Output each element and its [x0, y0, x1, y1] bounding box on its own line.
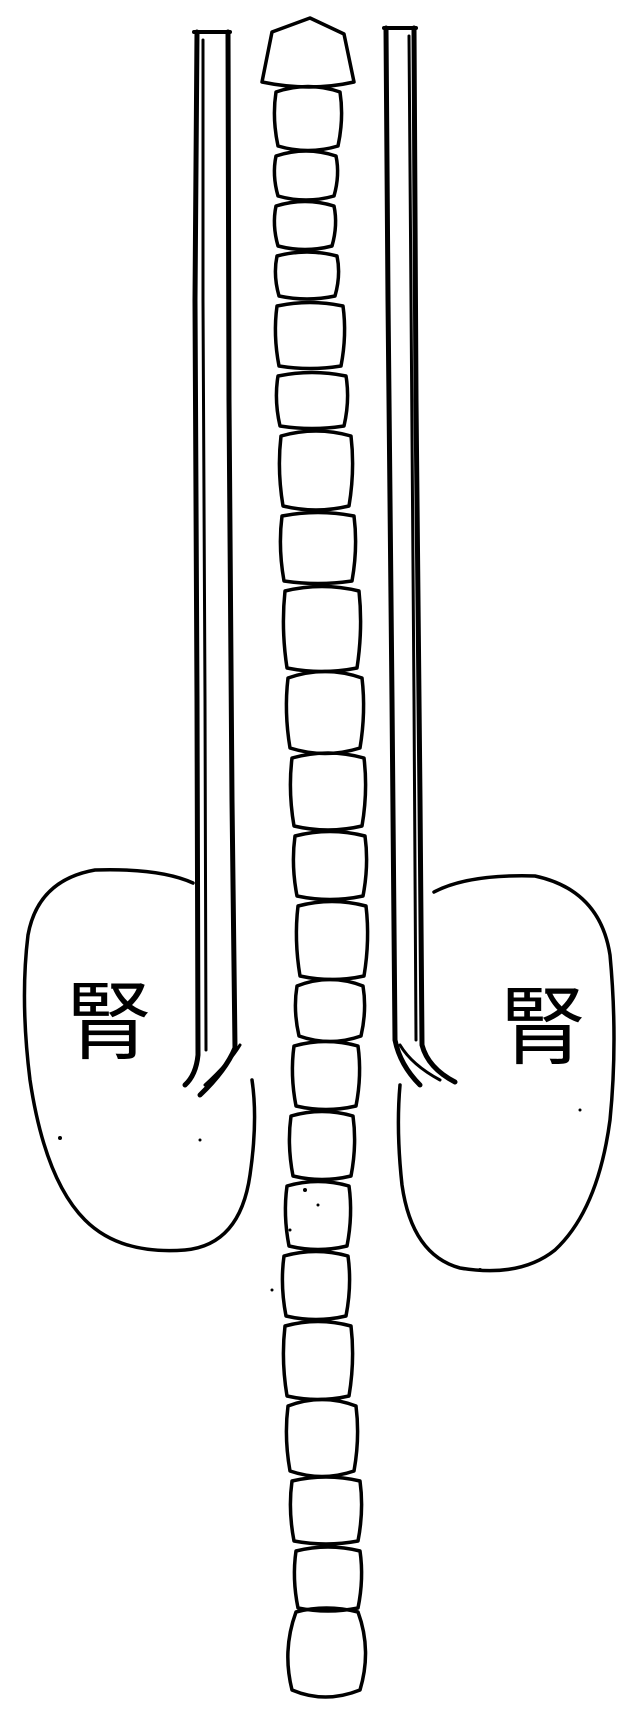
vertebra [285, 1182, 350, 1250]
spine-top-cap [262, 18, 354, 87]
vertebra [280, 513, 355, 584]
vertebra [274, 151, 337, 200]
texture-marks [58, 1109, 582, 1292]
vertebra [275, 252, 338, 299]
vertebra [294, 1547, 361, 1611]
vertebra [283, 587, 360, 672]
right-vessel [384, 28, 455, 1085]
left-vessel [185, 32, 240, 1095]
vertebra [295, 980, 364, 1042]
vertebra [276, 373, 347, 429]
spine-base [288, 1608, 366, 1697]
vertebra [296, 902, 367, 980]
vertebra [282, 1252, 349, 1320]
vertebra [274, 202, 335, 250]
vertebral-column [274, 87, 367, 1612]
vertebra [274, 87, 341, 151]
vertebra [283, 1322, 352, 1400]
vertebra [286, 672, 363, 754]
vertebra [292, 1042, 359, 1110]
vertebra [290, 753, 365, 830]
vertebra [279, 431, 352, 510]
left-kidney-label: 腎 [66, 980, 152, 1066]
vertebra [289, 1112, 354, 1180]
vertebra [275, 303, 344, 369]
vertebra [286, 1400, 357, 1477]
vertebra [293, 832, 366, 900]
vertebra [290, 1477, 361, 1544]
right-kidney-label: 腎 [500, 985, 586, 1071]
